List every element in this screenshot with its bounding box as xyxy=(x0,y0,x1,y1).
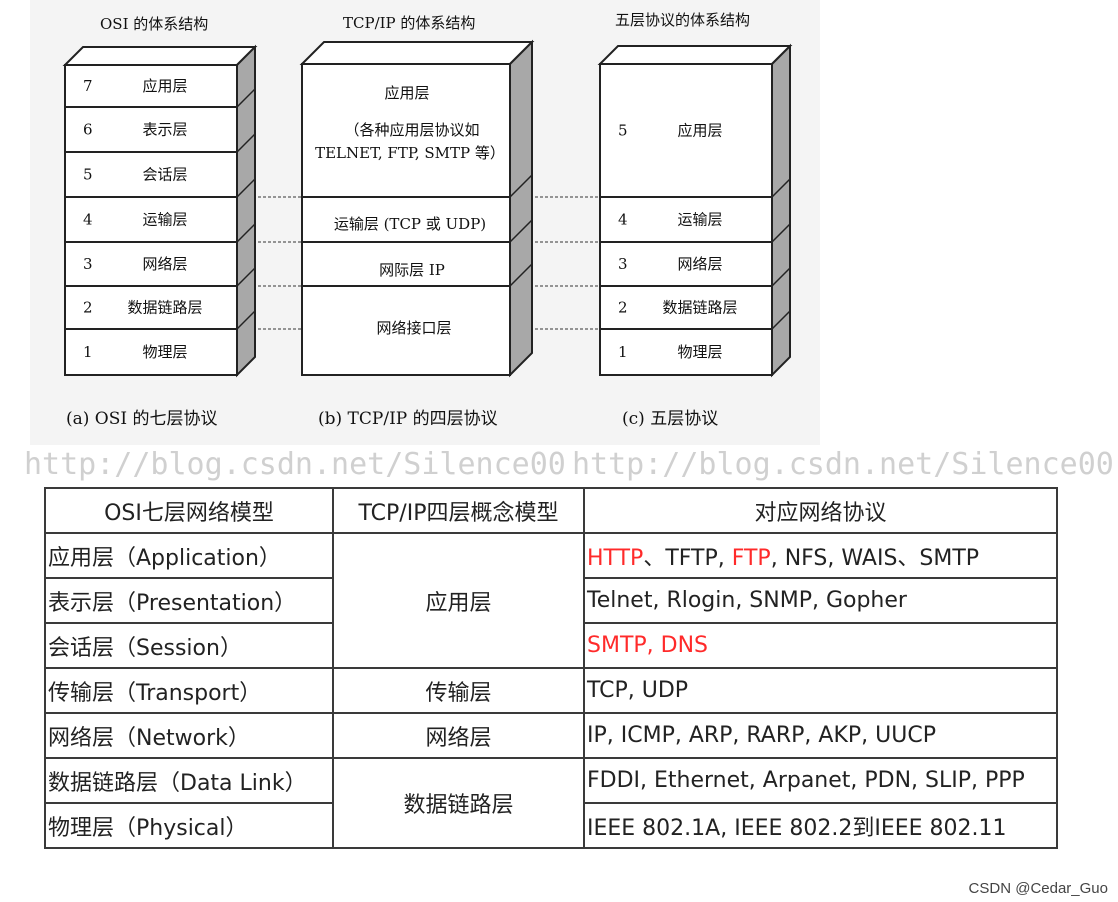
five-layer-number: 5 xyxy=(618,122,628,140)
osi-cell: 数据链路层（Data Link） xyxy=(44,757,334,804)
five-layer-name: 运输层 xyxy=(677,211,722,229)
five-layer-name: 物理层 xyxy=(677,343,722,361)
osi-side-divider xyxy=(236,133,256,153)
osi-side-divider xyxy=(236,267,256,287)
protocols-cell: SMTP, DNS xyxy=(583,622,1058,669)
protocols-cell: Telnet, Rlogin, SNMP, Gopher xyxy=(583,577,1058,624)
five-layer-number: 3 xyxy=(618,255,628,273)
tcpip-transport: 运输层 (TCP 或 UDP) xyxy=(334,215,486,233)
layer-diagram: 7 应用层 6 表示层 5 会话层 4 运输层 3 网络层 2 数据链路层 1 物理层 5 应用层 4 运输层 3 网… xyxy=(30,0,820,445)
osi-layer-number: 6 xyxy=(83,121,93,139)
five-layer-number: 2 xyxy=(618,299,628,317)
osi-cell: 传输层（Transport） xyxy=(44,667,334,714)
header-protocols: 对应网络协议 xyxy=(583,487,1058,534)
protocol-ftp: FTP xyxy=(731,545,771,571)
five-layer-number: 4 xyxy=(618,211,628,229)
osi-side-divider xyxy=(236,178,256,198)
table-watermark: http://blog.csdn.net/Silence00 xyxy=(572,447,1114,482)
protocol-text: , NFS, WAIS、SMTP xyxy=(770,545,980,571)
five-title: 五层协议的体系结构 xyxy=(615,11,750,29)
header-osi: OSI七层网络模型 xyxy=(44,487,334,534)
osi-cell: 应用层（Application） xyxy=(44,532,334,579)
tcpip-side-divider xyxy=(509,219,533,243)
five-top-face xyxy=(597,45,793,65)
table-row: 会话层（Session） SMTP, DNS xyxy=(44,622,1058,669)
osi-cell: 网络层（Network） xyxy=(44,712,334,759)
osi-cell: 物理层（Physical） xyxy=(44,802,334,849)
five-layer-number: 1 xyxy=(618,343,628,361)
tcpip-netif: 网络接口层 xyxy=(376,319,451,337)
tcpip-app-line2: （各种应用层协议如 xyxy=(344,121,479,139)
protocol-text: 、TFTP, xyxy=(643,545,732,571)
diagram-svg: 7 应用层 6 表示层 5 会话层 4 运输层 3 网络层 2 数据链路层 1 物理层 5 应用层 4 运输层 3 网… xyxy=(62,11,793,429)
osi-front-face xyxy=(64,64,238,376)
osi-layer-name: 物理层 xyxy=(142,343,187,361)
osi-layer-number: 3 xyxy=(83,255,93,273)
protocols-cell: FDDI, Ethernet, Arpanet, PDN, SLIP, PPP xyxy=(583,757,1058,804)
protocol-table: OSI七层网络模型 TCP/IP四层概念模型 对应网络协议 应用层（Applic… xyxy=(44,487,1058,849)
tcpip-cell: 网络层 xyxy=(332,712,585,759)
five-side-divider xyxy=(771,267,791,287)
header-tcpip: TCP/IP四层概念模型 xyxy=(332,487,585,534)
tcpip-top-face xyxy=(299,41,535,65)
protocol-http: HTTP xyxy=(587,545,644,571)
osi-layer-name: 网络层 xyxy=(142,255,187,273)
tcpip-caption: (b) TCP/IP 的四层协议 xyxy=(318,409,498,429)
five-layer-name: 网络层 xyxy=(677,255,722,273)
protocols-cell: IP, ICMP, ARP, RARP, AKP, UUCP xyxy=(583,712,1058,759)
table-row: 数据链路层（Data Link） 数据链路层 FDDI, Ethernet, A… xyxy=(44,757,1058,849)
five-side-divider xyxy=(771,310,791,330)
osi-side-divider xyxy=(236,223,256,243)
osi-side-divider xyxy=(236,310,256,330)
diagram-watermark: http://blog.csdn.net/Silence00 xyxy=(24,447,566,482)
tcpip-title: TCP/IP 的体系结构 xyxy=(343,14,475,32)
osi-side-divider xyxy=(236,88,256,108)
osi-top-face xyxy=(62,46,258,66)
tcpip-front-face xyxy=(301,63,511,376)
osi-layer-number: 2 xyxy=(83,299,93,317)
protocols-cell: HTTP、TFTP, FTP, NFS, WAIS、SMTP xyxy=(583,532,1058,579)
osi-layer-number: 4 xyxy=(83,211,93,229)
osi-cell: 表示层（Presentation） xyxy=(44,577,334,624)
tcpip-cell: 数据链路层 xyxy=(332,757,585,849)
table-row: 网络层（Network） 网络层 IP, ICMP, ARP, RARP, AK… xyxy=(44,712,1058,759)
osi-layer-name: 运输层 xyxy=(142,211,187,229)
osi-layer-name: 数据链路层 xyxy=(127,299,202,317)
tcpip-app-line1: 应用层 xyxy=(384,84,429,102)
osi-layer-name: 表示层 xyxy=(142,121,187,139)
osi-layer-number: 5 xyxy=(83,166,93,184)
five-layer-name: 数据链路层 xyxy=(662,299,737,317)
osi-caption: (a) OSI 的七层协议 xyxy=(66,409,218,429)
table-header-row: OSI七层网络模型 TCP/IP四层概念模型 对应网络协议 xyxy=(44,487,1058,534)
osi-layer-number: 7 xyxy=(83,77,93,95)
osi-cell: 会话层（Session） xyxy=(44,622,334,669)
credit-label: CSDN @Cedar_Guo xyxy=(968,880,1108,897)
osi-title: OSI 的体系结构 xyxy=(100,15,208,33)
protocols-cell: IEEE 802.1A, IEEE 802.2到IEEE 802.11 xyxy=(583,802,1058,849)
table-row: 应用层（Application） 应用层 HTTP、TFTP, FTP, NFS… xyxy=(44,532,1058,669)
tcpip-cell: 传输层 xyxy=(332,667,585,714)
table-row: 传输层（Transport） 传输层 TCP, UDP xyxy=(44,667,1058,714)
osi-layer-name: 应用层 xyxy=(142,77,187,95)
tcpip-internet: 网际层 IP xyxy=(379,261,445,279)
tcpip-cell: 应用层 xyxy=(332,532,585,669)
tcpip-app-line3: TELNET, FTP, SMTP 等） xyxy=(315,144,505,162)
table-row: 表示层（Presentation） Telnet, Rlogin, SNMP, … xyxy=(44,577,1058,624)
osi-layer-number: 1 xyxy=(83,343,93,361)
tcpip-side-divider xyxy=(509,263,533,287)
five-caption: (c) 五层协议 xyxy=(622,409,718,429)
table-row: 物理层（Physical） IEEE 802.1A, IEEE 802.2到IE… xyxy=(44,802,1058,849)
five-layer-name: 应用层 xyxy=(677,122,722,140)
tcpip-side-divider xyxy=(509,174,533,198)
protocols-cell: TCP, UDP xyxy=(583,667,1058,714)
five-side-divider xyxy=(771,223,791,243)
five-front-face xyxy=(599,63,773,376)
tcpip-side-face xyxy=(509,39,533,378)
dotted-connectors xyxy=(253,196,600,330)
five-side-divider xyxy=(771,178,791,198)
osi-layer-name: 会话层 xyxy=(142,166,187,184)
